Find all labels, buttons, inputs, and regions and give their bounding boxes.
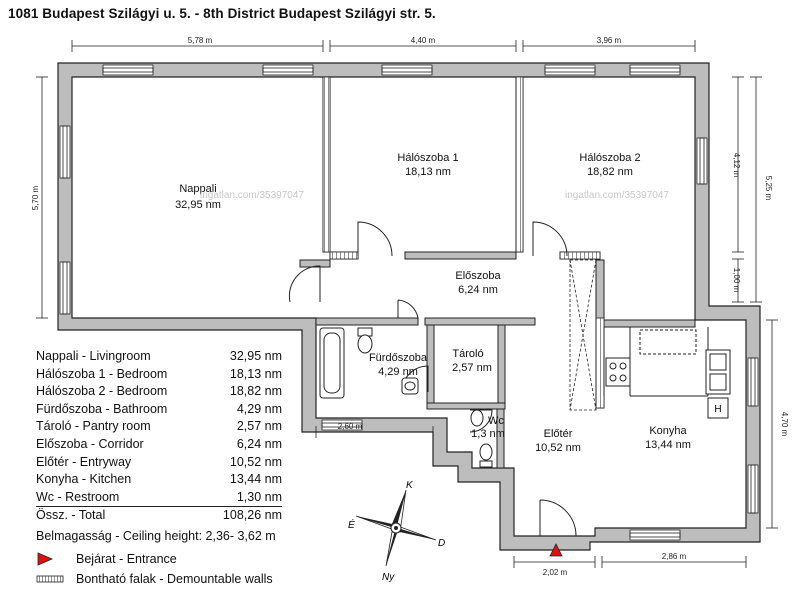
room-name-haloszoba2: Hálószoba 2 xyxy=(579,152,640,164)
entrance-marker xyxy=(549,543,563,557)
dim-top-1: 5,78 m xyxy=(188,36,213,45)
windows xyxy=(59,64,759,541)
demountable-walls-key: Bontható falak - Demountable walls xyxy=(36,572,273,586)
room-name-eloszoba: Előszoba xyxy=(455,270,501,282)
room-name-haloszoba1: Hálószoba 1 xyxy=(397,152,458,164)
stove xyxy=(605,357,631,387)
page-title: 1081 Budapest Szilágyi u. 5. - 8th Distr… xyxy=(8,6,436,21)
compass-n: K xyxy=(406,480,414,491)
bathroom-toilet xyxy=(357,327,373,354)
room-area-eloter: 10,52 nm xyxy=(535,442,581,454)
bathroom-sink xyxy=(401,377,419,395)
corridor-dashed-lines xyxy=(569,259,597,411)
room-name-eloter: Előtér xyxy=(544,428,573,440)
dim-right-total: 5,25 m xyxy=(764,176,773,201)
demountable-wall-icon xyxy=(36,575,64,583)
dim-bottom-2: 2,86 m xyxy=(662,552,687,561)
dim-top-3: 3,96 m xyxy=(597,36,622,45)
dim-right-2: 1,00 m xyxy=(732,268,741,293)
room-name-nappali: Nappali xyxy=(179,183,216,195)
ceiling-height-note: Belmagasság - Ceiling height: 2,36- 3,62… xyxy=(36,529,276,543)
hood-label: H xyxy=(714,404,721,415)
entrance-key-icon xyxy=(37,552,54,566)
kitchen-sink xyxy=(705,349,731,395)
room-name-tarolo: Tároló xyxy=(452,348,483,360)
doors xyxy=(288,221,577,537)
room-area-haloszoba1: 18,13 nm xyxy=(405,166,451,178)
room-name-wc: Wc xyxy=(488,415,504,427)
room-area-tarolo: 2,57 nm xyxy=(452,362,492,374)
dimension-lines xyxy=(36,40,778,568)
compass-s: Ny xyxy=(382,572,395,583)
compass: K D Ny É xyxy=(348,480,445,583)
compass-e: D xyxy=(438,538,445,549)
dim-top-2: 4,40 m xyxy=(411,36,436,45)
hood-box: H xyxy=(707,397,729,419)
entrance-key: Bejárat - Entrance xyxy=(36,552,177,566)
watermark: ingatlan.com/35397047 xyxy=(200,190,304,201)
dim-bath-width: 2,60 m xyxy=(338,422,363,431)
demountable-walls xyxy=(322,76,605,409)
compass-w: É xyxy=(348,518,355,531)
room-area-wc: 1,3 nm xyxy=(471,428,505,440)
room-name-furdoszoba: Fürdőszoba xyxy=(369,352,428,364)
dim-left: 5,70 m xyxy=(31,185,40,210)
exterior-wall xyxy=(57,62,761,551)
dim-right-1: 4,12 m xyxy=(732,153,741,178)
wc-toilet xyxy=(470,409,493,468)
demountable-walls-key-label: Bontható falak - Demountable walls xyxy=(76,572,273,586)
bathtub xyxy=(319,327,345,399)
room-area-konyha: 13,44 nm xyxy=(645,439,691,451)
room-area-nappali: 32,95 nm xyxy=(175,199,221,211)
room-area-haloszoba2: 18,82 nm xyxy=(587,166,633,178)
dim-bottom-1: 2,02 m xyxy=(543,568,568,577)
dim-right-lower: 4,70 m xyxy=(780,412,789,437)
entrance-key-label: Bejárat - Entrance xyxy=(76,552,177,566)
room-area-eloszoba: 6,24 nm xyxy=(458,284,498,296)
watermark: ingatlan.com/35397047 xyxy=(565,190,669,201)
room-name-konyha: Konyha xyxy=(649,425,687,437)
room-area-furdoszoba: 4,29 nm xyxy=(378,366,418,378)
